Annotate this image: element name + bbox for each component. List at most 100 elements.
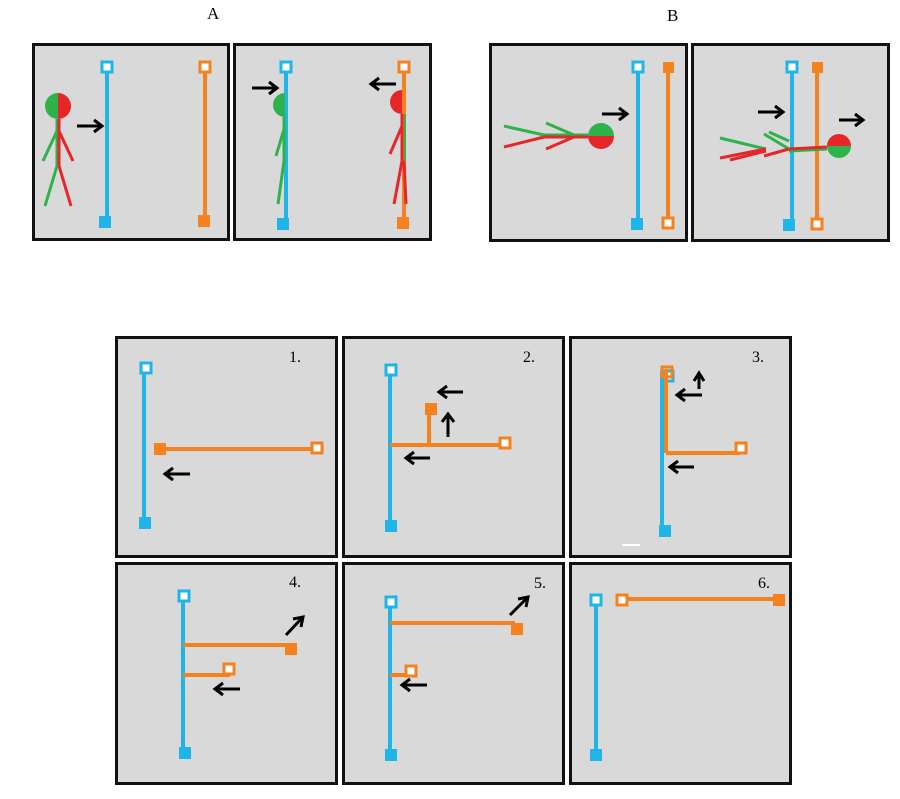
- arrow-left-top: [674, 387, 702, 403]
- figure-leg-red-2: [729, 149, 767, 162]
- orange-rod-top-cap: [663, 62, 674, 73]
- figure-leg-green: [719, 136, 767, 151]
- orange-rod-top-cap: [198, 60, 212, 74]
- arrow-left-bottom: [403, 450, 430, 466]
- panel-5-drawing: [384, 595, 530, 761]
- panel-number: 3.: [752, 349, 764, 366]
- figure-leg-red: [503, 135, 545, 149]
- figure-head-red: [827, 134, 851, 146]
- blue-rod-bottom-cap: [99, 216, 111, 228]
- orange-rod-right-cap: [498, 436, 512, 450]
- arrow-right: [758, 104, 786, 120]
- panel-4: 4.: [115, 562, 338, 785]
- blue-rod-bottom-cap: [659, 525, 671, 537]
- blue-rod-top-cap: [785, 60, 799, 74]
- figure-arm-red: [763, 147, 790, 158]
- blue-rod-top-cap: [100, 60, 114, 74]
- orange-rod-right-cap: [310, 441, 324, 455]
- arrow-right: [77, 118, 105, 134]
- blue-rod-bottom-cap: [385, 749, 397, 761]
- blue-rod-top-cap: [139, 361, 153, 375]
- blue-rod-top-cap: [279, 60, 293, 74]
- orange-rod-short-cap: [404, 664, 418, 678]
- panel-2: 2.: [342, 336, 565, 558]
- panel-6-drawing: [589, 593, 785, 761]
- blue-rod-bottom-cap: [179, 747, 191, 759]
- figure-head-green: [45, 93, 58, 119]
- blue-rod-top-cap: [384, 363, 398, 377]
- panel-b2: [691, 43, 890, 242]
- figure-body-red: [788, 145, 828, 151]
- orange-rod-top-cap: [660, 365, 674, 379]
- figure-leg-green: [43, 165, 59, 207]
- blue-rod-top-cap: [177, 589, 191, 603]
- arrow-up: [440, 411, 456, 437]
- figure-arm-green: [763, 132, 790, 151]
- figure-head-green: [588, 123, 614, 136]
- arrow-right: [602, 106, 630, 122]
- section-label-b: B: [667, 6, 679, 25]
- red-half-leg: [392, 160, 404, 205]
- panel-a1-drawing: [41, 60, 212, 228]
- blue-rod-bottom-cap: [277, 218, 289, 230]
- arrow-left: [162, 466, 190, 482]
- arrow-left: [399, 677, 427, 693]
- arrow-left-top: [436, 384, 463, 400]
- figure-arm-green: [41, 130, 59, 162]
- orange-rod-long-cap: [285, 643, 297, 655]
- figure-arm-red: [545, 135, 575, 151]
- figure-head-green: [827, 146, 851, 158]
- figure-leg-green: [503, 124, 545, 137]
- arrow-left: [212, 681, 240, 697]
- figure-head-red: [58, 93, 71, 119]
- arrow-left: [368, 76, 396, 92]
- orange-rod-top-cap: [425, 403, 437, 415]
- red-half-head: [390, 90, 402, 114]
- arrow-up: [692, 370, 706, 389]
- arrow-right-2: [839, 112, 866, 128]
- panel-1: 1.: [115, 336, 338, 558]
- panel-3-drawing: [622, 365, 748, 546]
- blue-rod-bottom-cap: [590, 749, 602, 761]
- section-label-a: A: [207, 4, 220, 23]
- green-half-leg: [276, 160, 286, 205]
- arrow-right: [252, 80, 280, 96]
- figure-leg-red: [719, 147, 767, 160]
- panel-1-drawing: [139, 361, 324, 529]
- arrow-diagonal-up-right: [284, 615, 305, 637]
- panel-number: 1.: [289, 349, 301, 366]
- panel-5: 5.: [342, 562, 565, 785]
- panel-a2: [233, 43, 432, 241]
- orange-rod-top-cap: [397, 60, 411, 74]
- panel-b1-drawing: [503, 60, 675, 230]
- panel-2-drawing: [384, 363, 512, 532]
- orange-rod-short-cap: [222, 662, 236, 676]
- panel-a1: [32, 43, 230, 241]
- orange-rod-right-cap: [734, 441, 748, 455]
- figure-arm-green-2: [768, 130, 790, 143]
- orange-rod-long-cap: [511, 623, 523, 635]
- figure-arm-red: [57, 130, 75, 162]
- panel-number: 6.: [758, 575, 770, 592]
- panel-3: 3.: [569, 336, 792, 558]
- panel-number: 5.: [534, 575, 546, 592]
- panel-4-drawing: [177, 589, 305, 759]
- blue-rod-top-cap: [589, 593, 603, 607]
- orange-rod-bottom-cap: [810, 217, 824, 231]
- orange-rod-left-cap: [615, 593, 629, 607]
- orange-rod-bottom-cap: [397, 217, 409, 229]
- figure-body-green: [788, 147, 828, 153]
- blue-rod-bottom-cap: [139, 517, 151, 529]
- orange-rod-top-cap: [812, 62, 823, 73]
- blue-rod-bottom-cap: [783, 219, 795, 231]
- blue-rod-top-cap: [631, 60, 645, 74]
- panel-number: 4.: [289, 574, 301, 591]
- panel-b2-drawing: [719, 60, 866, 231]
- arrow-diagonal-up-right: [508, 595, 530, 617]
- orange-rod-bottom-cap: [661, 216, 675, 230]
- figure-arm-green: [545, 121, 575, 137]
- orange-rod-bottom-cap: [198, 215, 210, 227]
- red-half-leg-2: [402, 160, 408, 205]
- panel-a2-drawing: [252, 60, 411, 230]
- orange-rod-right-cap: [773, 594, 785, 606]
